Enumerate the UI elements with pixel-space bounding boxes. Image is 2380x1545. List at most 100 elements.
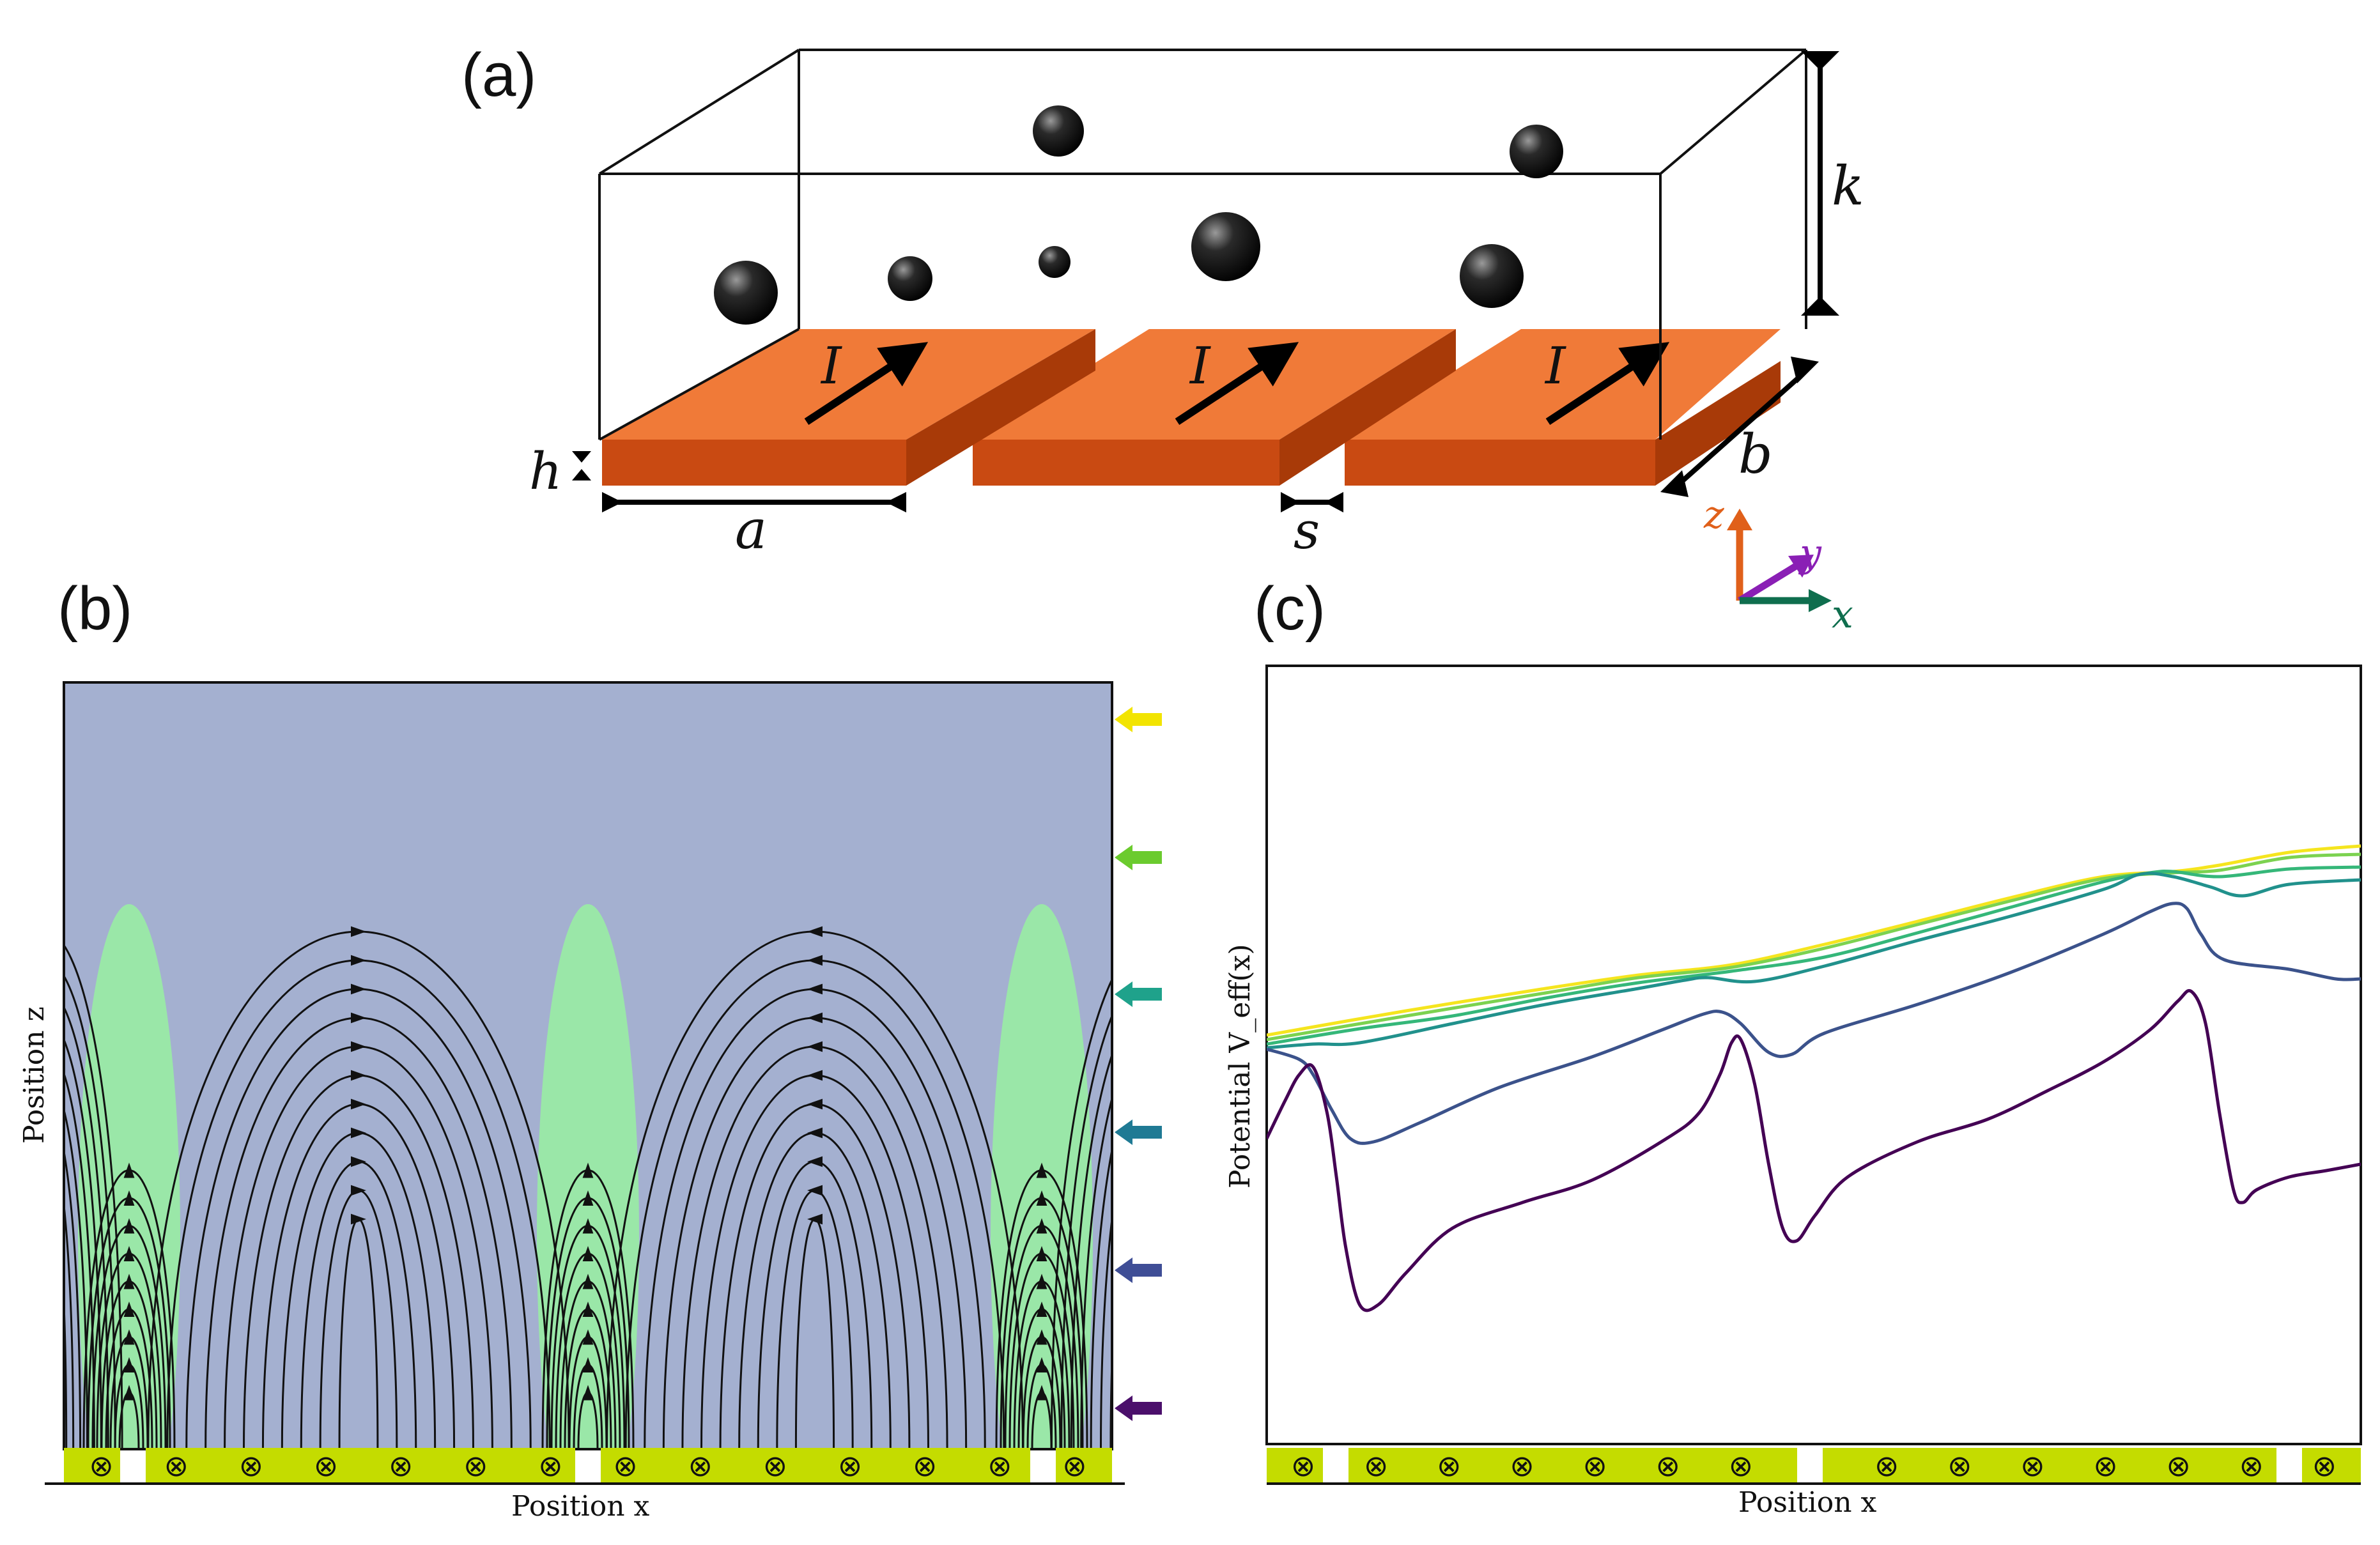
current-label-1: I [820,336,842,396]
streamline-arrow [123,1246,135,1261]
streamline [64,1005,109,1449]
particle [1033,105,1084,157]
current-into-page-symbol: ⊗ [463,1449,488,1483]
streamline-arrow [807,926,823,937]
streamline-arrow [1152,1157,1168,1167]
streamline [64,1106,88,1449]
streamline [1080,1095,1112,1449]
current-into-page-symbol: ⊗ [314,1449,339,1483]
streamline-arrow [38,1214,53,1225]
conductor-strip [1823,1448,2276,1482]
axis-x-label: x [1832,592,1853,637]
streamline-arrow [1036,1302,1047,1317]
streamline-arrow [38,1157,53,1167]
dimension-s [1281,492,1343,512]
conductor-strip [2302,1448,2361,1482]
streamline-arrow [807,955,823,966]
panel-c-label: (c) [1254,574,1325,643]
streamline-arrow [582,1218,594,1234]
particles [714,105,1563,325]
panel-c-potential-chart: ⊗⊗⊗⊗⊗⊗⊗⊗⊗⊗⊗⊗⊗⊗ Position x Potential V_ef… [1224,665,2362,1519]
chart-xlabel: Position x [1738,1486,1877,1519]
streamline-arrow [807,1127,823,1139]
current-label-2: I [1189,336,1211,396]
streamline-arrow [807,1098,823,1110]
current-into-page-symbol: ⊗ [1947,1449,1972,1483]
level-marker-arrow-6 [1115,1395,1162,1421]
particle [1039,246,1070,278]
streamline-arrow [123,1218,135,1234]
streamline [1100,1211,1112,1449]
current-into-page-symbol: ⊗ [1729,1449,1754,1483]
dimension-h [572,451,591,480]
potential-curve-2 [1267,852,2361,1042]
streamline-arrow [351,1098,366,1110]
streamline-arrow [1152,1013,1168,1024]
potential-curve-3 [1267,865,2361,1046]
particle [714,261,778,325]
streamline-arrow [123,1329,135,1345]
panel-b-ylabel: Position z [18,1006,50,1144]
streamline [64,1146,82,1449]
streamline-arrow [351,955,366,966]
streamline-arrow [1036,1218,1047,1234]
current-arrow-3 [1545,342,1670,426]
potential-curve-1 [1267,844,2361,1037]
streamline-arrow [1152,926,1168,937]
particle [888,256,932,301]
streamline-arrow [807,1012,823,1024]
level-marker-arrow-4 [1115,1119,1162,1145]
current-into-page-symbol: ⊗ [688,1449,713,1483]
conductor-row-b: ⊗⊗⊗⊗⊗⊗⊗⊗⊗⊗⊗⊗⊗⊗ [64,1448,1112,1483]
current-into-page-symbol: ⊗ [2166,1449,2191,1483]
axis-z-label: z [1703,493,1724,537]
streamline [64,974,116,1449]
conductor-strip [1267,1448,1323,1482]
current-label-3: I [1544,336,1566,396]
streamline-arrow [123,1385,135,1401]
streamline-arrow [807,1070,823,1081]
streamline-arrow [123,1302,135,1317]
dimension-b-label: b [1738,423,1773,486]
current-into-page-symbol: ⊗ [89,1449,114,1483]
panel-b-field-map: ⊗⊗⊗⊗⊗⊗⊗⊗⊗⊗⊗⊗⊗⊗ Position x Position z [18,681,1168,1523]
streamline-arrow [1036,1385,1047,1401]
dimension-a [602,492,906,512]
streamline-arrow [38,955,53,966]
level-marker-arrow-2 [1115,845,1162,870]
current-into-page-symbol: ⊗ [1437,1449,1462,1483]
strip-2-top [973,329,1456,440]
current-into-page-symbol: ⊗ [1655,1449,1680,1483]
dimension-h-label: h [529,442,562,501]
axis-y-arrow [1738,563,1798,604]
level-marker-arrow-5 [1115,1257,1162,1283]
streamline-arrow [1036,1162,1047,1178]
strip-2-front [973,440,1279,486]
strip-3-top [1345,329,1781,440]
trap-volume-box [598,49,1807,441]
current-into-page-symbol: ⊗ [838,1449,863,1483]
streamline-arrow [123,1357,135,1372]
conductor-strip [146,1448,575,1482]
streamline-arrow [351,1127,366,1139]
streamline-arrow [807,983,823,995]
streamline-arrow [582,1385,594,1401]
current-into-page-symbol: ⊗ [2312,1449,2337,1483]
streamline-arrow [807,1185,823,1196]
dimension-a-label: a [735,498,767,561]
dimension-s-label: s [1294,501,1320,560]
coordinate-axes: z y x [1703,493,1853,637]
current-into-page-symbol: ⊗ [2239,1449,2264,1483]
streamline-arrow [351,1041,366,1052]
current-into-page-symbol: ⊗ [913,1449,938,1483]
current-arrow-1 [804,342,929,426]
streamline-arrow [582,1246,594,1261]
streamline [1090,1145,1112,1449]
panel-b-xlabel: Position x [511,1490,650,1523]
streamline [64,1037,102,1449]
streamline-arrow [582,1329,594,1345]
streamline-arrow [1036,1190,1047,1206]
field-frame [63,681,1113,1450]
current-into-page-symbol: ⊗ [763,1449,788,1483]
